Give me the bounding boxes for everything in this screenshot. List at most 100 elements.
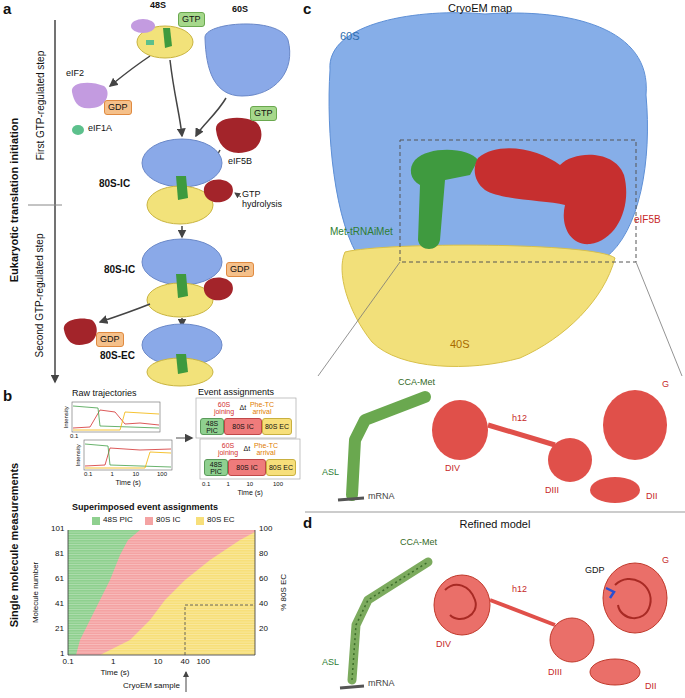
- event-box: 80S IC: [228, 459, 266, 476]
- node-text: 80S EC: [265, 423, 289, 430]
- event-box: 80S IC: [224, 418, 262, 435]
- gtp-box: GTP: [178, 12, 205, 27]
- node-text: 48S PIC: [202, 420, 222, 434]
- tick-label: 21: [55, 625, 64, 634]
- factor-label: eIF2: [66, 69, 84, 79]
- legend-text: 80S EC: [207, 515, 235, 524]
- tick-label: 1: [111, 471, 114, 478]
- node-text: GTP: [254, 108, 273, 118]
- tick-label: 60: [259, 575, 268, 584]
- part-label: 60S: [340, 30, 360, 42]
- tick-label: 20: [259, 625, 268, 634]
- factor-label: eIF1A: [88, 124, 112, 134]
- tick-label: 0.1: [202, 481, 210, 488]
- domain-label: h12: [512, 414, 527, 424]
- part-label: GDP: [585, 566, 605, 576]
- domain-label: DIV: [445, 464, 460, 474]
- domain-label: h12: [512, 585, 527, 595]
- step-label: First GTP-regulated step: [35, 50, 46, 159]
- node-text: GDP: [108, 102, 128, 112]
- axis-label: Time (s): [116, 479, 141, 487]
- legend-swatch: [196, 517, 204, 525]
- tick-label: 1: [227, 481, 230, 488]
- subpanel-title: Superimposed event assignments: [72, 503, 218, 513]
- panel-letter: c: [303, 1, 311, 18]
- tick-label: 100: [259, 525, 272, 534]
- complex-label: 80S-IC: [104, 264, 135, 275]
- gdp-box: GDP: [104, 100, 132, 115]
- part-label: CCA-Met: [398, 378, 435, 388]
- axis-title: Eukaryotic translation initiation: [8, 118, 20, 282]
- domain-label: DII: [645, 682, 657, 692]
- part-label: CCA-Met: [400, 538, 437, 548]
- event-box: 48S PIC: [204, 459, 228, 476]
- event-label: Δt: [240, 404, 247, 412]
- axis-label: Time (s): [238, 489, 263, 497]
- gtp-box: GTP: [250, 106, 277, 121]
- legend-swatch: [92, 517, 100, 525]
- domain-label: DIII: [545, 486, 559, 496]
- axis-label: Intensity: [63, 406, 70, 428]
- tick-label: 100: [197, 658, 210, 667]
- node-text: GDP: [100, 334, 120, 344]
- domain-label: G: [662, 380, 669, 390]
- gdp-box: GDP: [96, 332, 124, 347]
- part-label: Met-tRNAiMet: [330, 226, 393, 237]
- axis-title: Single molecule measurements: [8, 463, 20, 627]
- tick-label: 1: [111, 658, 115, 667]
- part-label: eIF5B: [634, 214, 661, 225]
- legend-swatch: [145, 517, 153, 525]
- part-label: 40S: [450, 338, 470, 350]
- node-text: GDP: [230, 264, 250, 274]
- panel-letter: d: [303, 515, 312, 532]
- tick-label: 40: [181, 658, 190, 667]
- event-box: 48S PIC: [200, 418, 224, 435]
- event-label: 60S joining: [208, 401, 240, 415]
- part-label: ASL: [322, 468, 339, 478]
- axis-label: Molecule number: [32, 561, 41, 622]
- event-label: Δt: [244, 445, 251, 453]
- part-label: mRNA: [368, 492, 395, 502]
- node-text: 48S PIC: [206, 461, 226, 475]
- domain-label: DIII: [548, 668, 562, 678]
- complex-label: 80S-EC: [100, 350, 135, 361]
- note-label: CryoEM sample: [123, 682, 180, 691]
- tick-label: 0.1: [63, 658, 74, 667]
- complex-label: 80S-IC: [99, 178, 130, 189]
- node-text: 80S IC: [232, 423, 253, 430]
- tick-label: 0.1: [70, 433, 78, 440]
- tick-label: 100: [273, 481, 283, 488]
- complex-label: 60S: [232, 5, 248, 15]
- event-label: Phe-TC arrival: [245, 401, 279, 415]
- node-text: 80S EC: [269, 464, 293, 471]
- tick-label: 41: [55, 600, 64, 609]
- part-label: mRNA: [368, 679, 395, 689]
- domain-label: G: [662, 556, 669, 566]
- tick-label: 100: [157, 471, 167, 478]
- node-text: GTP: [182, 14, 201, 24]
- legend-text: 80S IC: [156, 515, 180, 524]
- legend-text: 48S PIC: [103, 515, 133, 524]
- event-box: 80S EC: [262, 418, 292, 435]
- axis-label: % 80S EC: [280, 573, 289, 610]
- panel-letter: a: [3, 1, 11, 18]
- event-box: 80S EC: [266, 459, 296, 476]
- event-label: Phe-TC arrival: [249, 442, 283, 456]
- subpanel-title: Refined model: [460, 518, 531, 530]
- part-label: ASL: [322, 658, 339, 668]
- tick-label: 10: [247, 481, 254, 488]
- tick-label: 81: [55, 550, 64, 559]
- tick-label: 80: [259, 550, 268, 559]
- axis-label: Intensity: [75, 444, 82, 466]
- node-text: 80S IC: [236, 464, 257, 471]
- gdp-box: GDP: [226, 262, 254, 277]
- axis-label: Time (s): [101, 669, 130, 678]
- complex-label: 48S: [150, 1, 166, 11]
- domain-label: DIV: [436, 640, 451, 650]
- domain-label: DII: [646, 492, 658, 502]
- subpanel-title: Event assignments: [198, 388, 274, 398]
- subpanel-title: Raw trajectories: [72, 389, 137, 399]
- tick-label: 101: [51, 525, 64, 534]
